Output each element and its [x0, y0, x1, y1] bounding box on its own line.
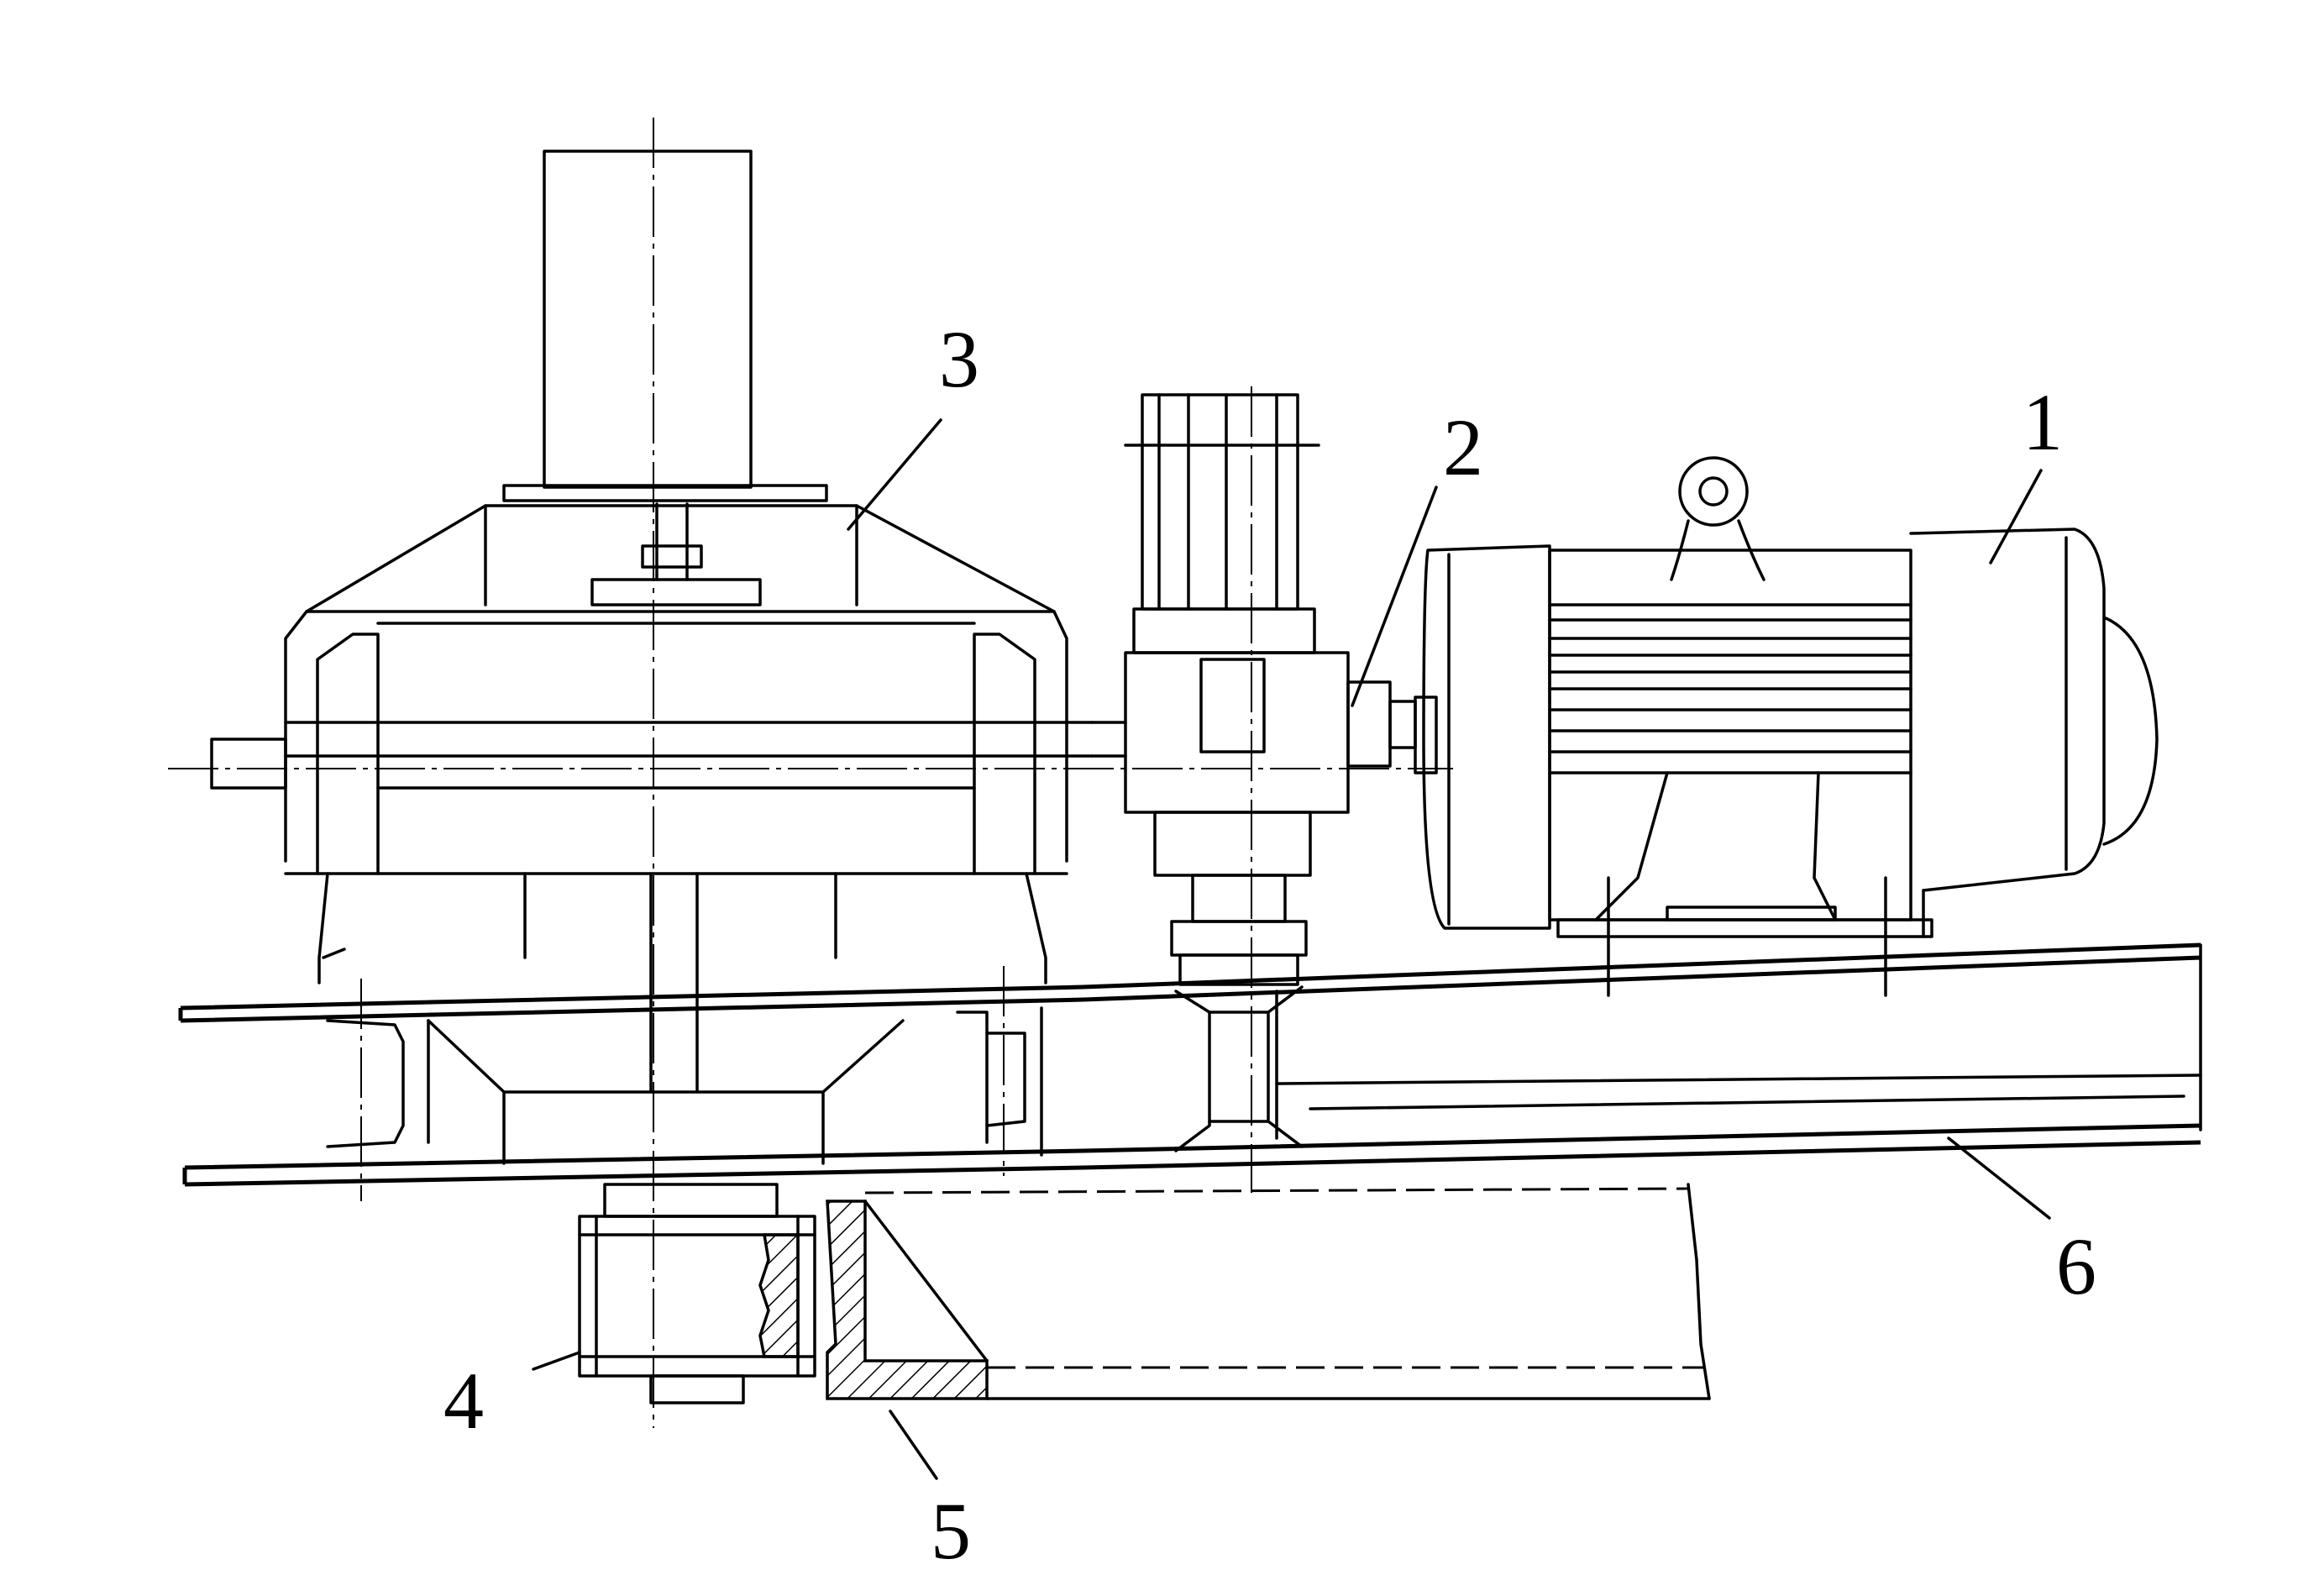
wheel	[532, 1183, 816, 1404]
leader-lines	[847, 418, 2043, 707]
coupling	[1090, 393, 1417, 986]
label-frame: 6	[2056, 1221, 2096, 1311]
label-reducer: 3	[939, 314, 979, 404]
label-coupling: 2	[1443, 402, 1483, 492]
frame	[178, 942, 2202, 1220]
label-end-beam: 5	[931, 1486, 971, 1576]
motor	[1414, 456, 2159, 997]
upper-housing	[502, 150, 828, 502]
center-lines	[168, 118, 1453, 1428]
label-wheel: 4	[443, 1356, 484, 1446]
label-motor: 1	[2023, 377, 2063, 467]
end-beam	[826, 1183, 1711, 1480]
reducer	[210, 502, 1094, 1094]
